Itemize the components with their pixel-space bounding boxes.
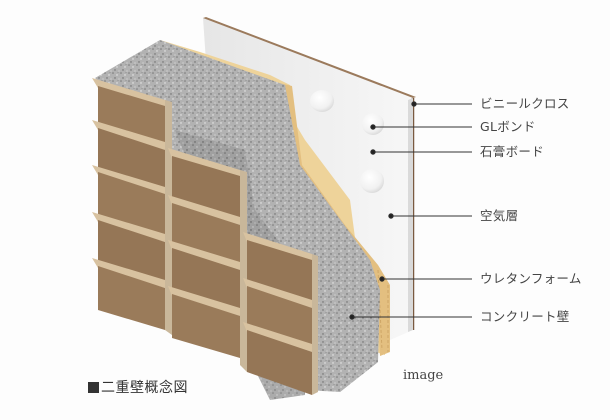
caption-text: 二重壁概念図 [101,380,188,396]
label-vinyl-cloth: ビニールクロス [480,96,570,111]
diagram-caption: 二重壁概念図 [88,377,188,397]
square-bullet-icon [88,382,99,393]
brick-layer [92,78,318,395]
label-gl-bond: GLボンド [480,119,536,134]
image-note: image [403,368,444,383]
label-gypsum-board: 石膏ボード [480,144,545,159]
label-concrete-wall: コンクリート壁 [480,309,570,324]
label-air-layer: 空気層 [480,208,519,223]
label-urethane-foam: ウレタンフォーム [480,271,582,286]
leader-lines [349,101,472,320]
